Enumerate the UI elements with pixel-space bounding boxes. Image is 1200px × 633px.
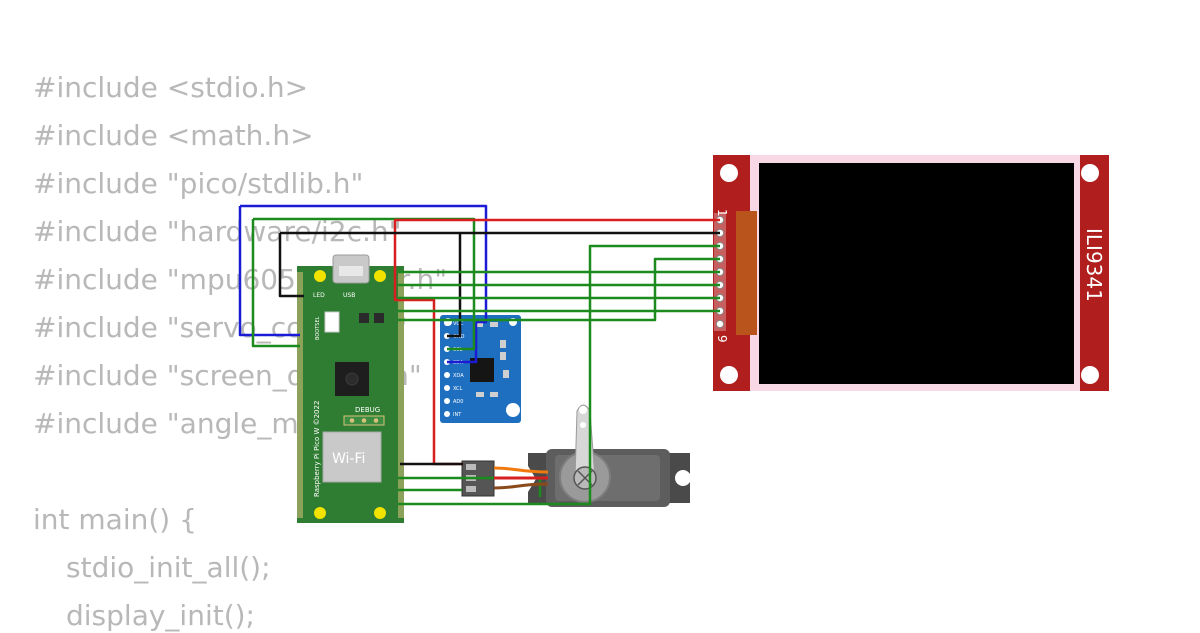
pico-castellations	[297, 272, 404, 518]
wire-green	[398, 257, 720, 322]
tft-pin-last-label: 9	[715, 335, 729, 343]
wire-blue	[240, 204, 488, 324]
wire-green	[398, 244, 720, 506]
tft-screen	[759, 163, 1074, 384]
mpu-mount-hole	[506, 403, 520, 417]
mpu-pin-label: AD0	[453, 399, 463, 405]
pico-board-label: Raspberry Pi Pico W ©2022	[313, 401, 321, 497]
servo-mount-hole	[675, 470, 691, 486]
wifi-module	[322, 431, 382, 483]
mpu6050-module[interactable]: VCC GND SCL SDA XDA XCL AD0 INT	[440, 315, 521, 423]
mount-hole	[720, 164, 738, 182]
pico-w-board[interactable]: LED USB BOOTSEL DEBUG Wi-Fi Raspberry Pi…	[297, 254, 404, 523]
tft-model-label: ILI9341	[1082, 228, 1106, 302]
usb-connector-opening	[339, 266, 363, 276]
debug-pads	[343, 415, 385, 426]
pico-mount-hole	[374, 507, 386, 519]
servo-horn-hole	[580, 422, 586, 428]
servo-cable-signal	[493, 466, 549, 474]
pico-led-label: LED	[313, 292, 325, 299]
mpu-pin-label: INT	[453, 412, 462, 418]
mount-hole	[720, 366, 738, 384]
pico-bootsel-label: BOOTSEL	[315, 316, 321, 340]
bootsel-button[interactable]	[324, 311, 340, 333]
pico-mount-hole	[314, 270, 326, 282]
wire-blue	[238, 206, 300, 337]
mpu-pin-label: XDA	[453, 373, 464, 379]
tft-pin-first-label: 1	[715, 209, 729, 217]
pico-usb-label: USB	[343, 292, 355, 299]
pico-mount-hole	[314, 507, 326, 519]
tft-display[interactable]: 1 9 ILI9341	[713, 155, 1109, 391]
pico-debug-label: DEBUG	[355, 406, 380, 414]
pico-chip	[374, 313, 384, 323]
wire-green	[251, 219, 300, 348]
servo-cable-ground	[493, 482, 549, 490]
pico-mount-hole	[374, 270, 386, 282]
pico-wifi-label: Wi-Fi	[332, 451, 365, 467]
mpu-header-pins	[444, 320, 450, 417]
mpu-pin-label: VCC	[453, 321, 464, 327]
mpu-pin-label: XCL	[453, 386, 463, 392]
wires	[238, 204, 720, 506]
tft-ribbon	[736, 211, 757, 335]
mpu-components	[475, 322, 509, 397]
servo-horn-hole	[579, 406, 587, 414]
mount-hole	[1081, 164, 1099, 182]
raspberry-logo-icon	[345, 372, 359, 386]
servo-motor[interactable]	[528, 404, 691, 507]
wire-black	[278, 233, 304, 298]
wire-blue	[447, 322, 478, 364]
pico-chip	[359, 313, 369, 323]
mount-hole	[1081, 366, 1099, 384]
